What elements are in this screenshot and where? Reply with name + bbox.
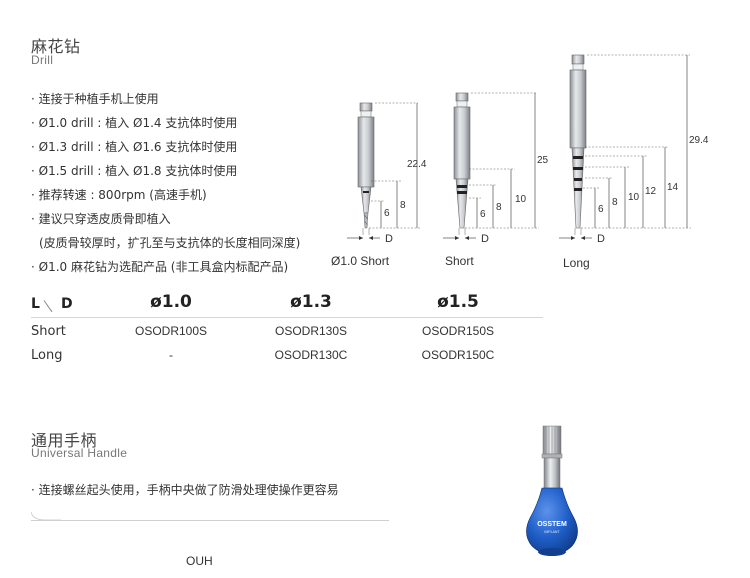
drill-c-long bbox=[559, 54, 691, 240]
drill-section-title: 麻花钻 bbox=[31, 37, 81, 56]
drill-section-subtitle: Drill bbox=[31, 53, 54, 67]
table-corner-d: D bbox=[61, 296, 73, 312]
dim-c-12: 12 bbox=[645, 186, 657, 197]
table-row: Long - OSODR130C OSODR150C bbox=[31, 342, 543, 366]
drill-a-short-10 bbox=[347, 102, 421, 240]
list-item: · 建议只穿透皮质骨即植入 bbox=[31, 212, 171, 226]
dim-c-total: 29.4 bbox=[689, 135, 709, 146]
handle-description: · 连接螺丝起头使用，手柄中央做了防滑处理使操作更容易 bbox=[31, 483, 339, 497]
table-cell: OSODR130C bbox=[274, 348, 348, 362]
divider-curve bbox=[31, 512, 61, 521]
section-divider bbox=[31, 520, 389, 521]
dim-a-total: 22.4 bbox=[407, 159, 427, 170]
drill-b-short bbox=[443, 92, 539, 240]
dim-c-8: 8 bbox=[612, 197, 618, 208]
dim-c-10: 10 bbox=[628, 192, 640, 203]
handle-brand-subtext: IMPLANT bbox=[544, 530, 560, 534]
list-item: (皮质骨较厚时，扩孔至与支抗体的长度相同深度) bbox=[39, 236, 301, 250]
dim-c-d: D bbox=[597, 233, 605, 245]
drill-diagram-svg: 22.4 8 6 D 25 10 bbox=[347, 54, 709, 245]
dim-b-6: 6 bbox=[480, 209, 486, 220]
universal-handle-image: OSSTEM IMPLANT bbox=[520, 422, 584, 558]
list-item: · 连接于种植手机上使用 bbox=[31, 92, 159, 106]
table-cell: OSODR150S bbox=[421, 324, 495, 338]
table-header-10: ø1.0 bbox=[150, 292, 192, 312]
drill-bullet-list: · 连接于种植手机上使用 · Ø1.0 drill : 植入 Ø1.4 支抗体时… bbox=[31, 87, 341, 279]
handle-brand-text: OSSTEM bbox=[537, 521, 567, 528]
dim-a-8: 8 bbox=[400, 200, 406, 211]
table-cell: OSODR100S bbox=[134, 324, 208, 338]
dim-b-d: D bbox=[481, 233, 489, 245]
dim-c-14: 14 bbox=[667, 182, 679, 193]
list-item: · Ø1.0 drill : 植入 Ø1.4 支抗体时使用 bbox=[31, 116, 238, 130]
dim-b-10: 10 bbox=[515, 194, 527, 205]
row-label: Long bbox=[31, 348, 63, 363]
drill-product-table: L D ø1.0 ø1.3 ø1.5 Short OSODR100S OSODR… bbox=[31, 292, 543, 366]
table-row: Short OSODR100S OSODR130S OSODR150S bbox=[31, 318, 543, 342]
dim-b-total: 25 bbox=[537, 155, 549, 166]
list-item: · Ø1.5 drill : 植入 Ø1.8 支抗体时使用 bbox=[31, 164, 238, 178]
drill-diagram: 22.4 8 6 D 25 10 bbox=[325, 45, 745, 280]
row-label: Short bbox=[31, 324, 66, 339]
list-item: · Ø1.3 drill : 植入 Ø1.6 支抗体时使用 bbox=[31, 140, 238, 154]
table-header: L D ø1.0 ø1.3 ø1.5 bbox=[31, 292, 543, 318]
dim-b-8: 8 bbox=[496, 202, 502, 213]
table-cell: OSODR150C bbox=[421, 348, 495, 362]
drill-label-short: Short bbox=[445, 254, 474, 268]
table-cell: - bbox=[169, 348, 173, 362]
drill-label-10-short: Ø1.0 Short bbox=[331, 254, 390, 268]
handle-section-title: 通用手柄 bbox=[31, 431, 98, 450]
handle-product-code: OUH bbox=[186, 554, 213, 568]
table-header-13: ø1.3 bbox=[290, 292, 332, 312]
list-item: · 推荐转速 : 800rpm (高速手机) bbox=[31, 188, 207, 202]
table-header-15: ø1.5 bbox=[437, 292, 479, 312]
handle-section-subtitle: Universal Handle bbox=[31, 446, 128, 460]
handle-illustration-svg: OSSTEM IMPLANT bbox=[526, 425, 578, 556]
table-cell: OSODR130S bbox=[274, 324, 348, 338]
dim-a-6: 6 bbox=[384, 208, 390, 219]
dim-a-d: D bbox=[385, 233, 393, 245]
dim-c-6: 6 bbox=[598, 204, 604, 215]
drill-label-long: Long bbox=[563, 256, 590, 270]
table-corner-slash bbox=[43, 300, 53, 313]
list-item: · Ø1.0 麻花钻为选配产品 (非工具盒内标配产品) bbox=[31, 260, 289, 274]
table-corner-l: L bbox=[31, 296, 40, 312]
